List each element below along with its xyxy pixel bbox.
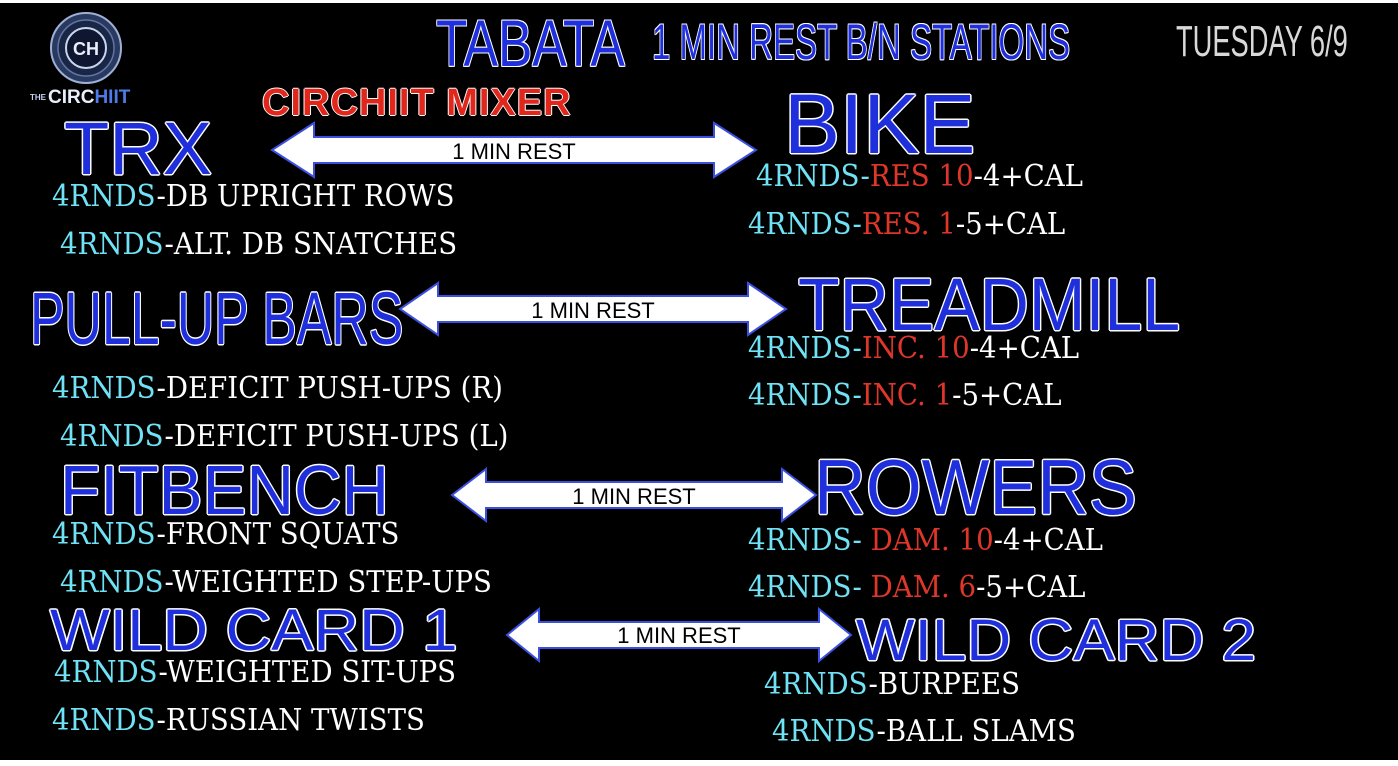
fitbench-exercise-1: 4RNDS-FRONT SQUATS [52, 520, 399, 550]
wild-card-2-exercise-2: 4RNDS-BALL SLAMS [772, 717, 1076, 747]
exercise-name: -FRONT SQUATS [156, 517, 400, 552]
rest-arrow-4-label: 1 MIN REST [617, 623, 741, 648]
mixer-label: CIRCHIIT MIXER [262, 82, 572, 124]
pullup-exercise-2: 4RNDS-DEFICIT PUSH-UPS (L) [60, 422, 508, 452]
rounds-label: 4RNDS [52, 517, 157, 552]
wild-card-1-exercise-1: 4RNDS-WEIGHTED SIT-UPS [54, 658, 456, 688]
exercise-name: -DEFICIT PUSH-UPS (L) [164, 419, 509, 454]
setting-label: RES. 1 [861, 207, 956, 242]
rest-arrow-1: 1 MIN REST [270, 120, 758, 180]
logo-badge-text: CH [73, 39, 99, 59]
exercise-name: -4+CAL [973, 159, 1083, 194]
rounds-label: 4RNDS [60, 565, 165, 600]
rest-arrow-3-label: 1 MIN REST [572, 484, 696, 509]
wild-card-2-exercise-1: 4RNDS-BURPEES [764, 670, 1020, 700]
exercise-name: -4+CAL [969, 331, 1080, 366]
bike-exercise-1: 4RNDS-RES 10-4+CAL [756, 162, 1083, 192]
exercise-name: -WEIGHTED SIT-UPS [158, 655, 457, 690]
treadmill-exercise-1: 4RNDS-INC. 10-4+CAL [748, 334, 1079, 364]
exercise-name: -BURPEES [868, 667, 1020, 702]
station-bike-title: BIKE [784, 77, 976, 171]
rowers-exercise-1: 4RNDS- DAM. 10-4+CAL [748, 526, 1103, 556]
rounds-label: 4RNDS- [756, 159, 870, 194]
rest-arrow-4: 1 MIN REST [505, 606, 853, 664]
station-treadmill-title: TREADMILL [798, 263, 1181, 346]
rounds-label: 4RNDS- [748, 523, 862, 558]
rounds-label: 4RNDS [60, 419, 165, 454]
rest-arrow-3: 1 MIN REST [450, 466, 818, 524]
exercise-name: -4+CAL [993, 523, 1104, 558]
wild-card-1-exercise-2: 4RNDS-RUSSIAN TWISTS [52, 706, 425, 736]
rounds-label: 4RNDS [54, 655, 159, 690]
rounds-label: 4RNDS [764, 667, 869, 702]
treadmill-exercise-2: 4RNDS-INC. 1-5+CAL [748, 381, 1062, 411]
top-border [0, 0, 1398, 3]
rounds-label: 4RNDS [60, 227, 165, 262]
station-rowers-title: ROWERS [814, 443, 1137, 531]
exercise-name: -5+CAL [976, 570, 1086, 605]
rounds-label: 4RNDS- [748, 207, 862, 242]
exercise-name: -BALL SLAMS [876, 714, 1076, 749]
exercise-name: -ALT. DB SNATCHES [164, 227, 458, 262]
exercise-name: -5+CAL [952, 378, 1062, 413]
rounds-label: 4RNDS [772, 714, 877, 749]
station-wild-card-1-title: WILD CARD 1 [50, 598, 458, 663]
rest-arrow-2-label: 1 MIN REST [531, 298, 655, 323]
station-trx-title: TRX [64, 107, 212, 190]
logo-word-a: CIRC [48, 87, 95, 108]
setting-label: RES 10 [869, 159, 974, 194]
trx-exercise-1: 4RNDS-DB UPRIGHT ROWS [52, 182, 455, 212]
bike-exercise-2: 4RNDS-RES. 1-5+CAL [748, 210, 1065, 240]
setting-label: INC. 10 [861, 331, 970, 366]
rounds-label: 4RNDS- [748, 378, 862, 413]
exercise-name: -DEFICIT PUSH-UPS (R) [156, 371, 503, 406]
setting-label: DAM. 6 [861, 570, 977, 605]
rounds-label: 4RNDS- [748, 570, 862, 605]
station-wild-card-2-title: WILD CARD 2 [856, 608, 1256, 673]
rounds-label: 4RNDS- [748, 331, 862, 366]
circhiit-logo-badge: CH [50, 12, 122, 84]
trx-exercise-2: 4RNDS-ALT. DB SNATCHES [60, 230, 457, 260]
exercise-name: -RUSSIAN TWISTS [156, 703, 425, 738]
setting-label: INC. 1 [861, 378, 953, 413]
exercise-name: -5+CAL [955, 207, 1066, 242]
exercise-name: -DB UPRIGHT ROWS [156, 179, 455, 214]
rest-arrow-1-label: 1 MIN REST [452, 139, 576, 164]
pullup-exercise-1: 4RNDS-DEFICIT PUSH-UPS (R) [52, 374, 503, 404]
setting-label: DAM. 10 [861, 523, 994, 558]
fitbench-exercise-2: 4RNDS-WEIGHTED STEP-UPS [60, 568, 492, 598]
logo-word-b: HIIT [94, 87, 131, 108]
rounds-label: 4RNDS [52, 703, 157, 738]
date-label: TUESDAY 6/9 [1176, 17, 1348, 66]
logo-word-prefix: THE [30, 92, 46, 102]
rounds-label: 4RNDS [52, 371, 157, 406]
exercise-name: -WEIGHTED STEP-UPS [164, 565, 492, 600]
station-fitbench-title: FITBENCH [60, 451, 389, 529]
rowers-exercise-2: 4RNDS- DAM. 6-5+CAL [748, 573, 1085, 603]
bottom-border [0, 760, 1398, 766]
rounds-label: 4RNDS [52, 179, 157, 214]
page-title: TABATA [436, 6, 625, 80]
station-pullup-title: PULL-UP BARS [30, 277, 404, 360]
page-subtitle: 1 MIN REST B/N STATIONS [652, 14, 1071, 70]
rest-arrow-2: 1 MIN REST [398, 280, 788, 338]
